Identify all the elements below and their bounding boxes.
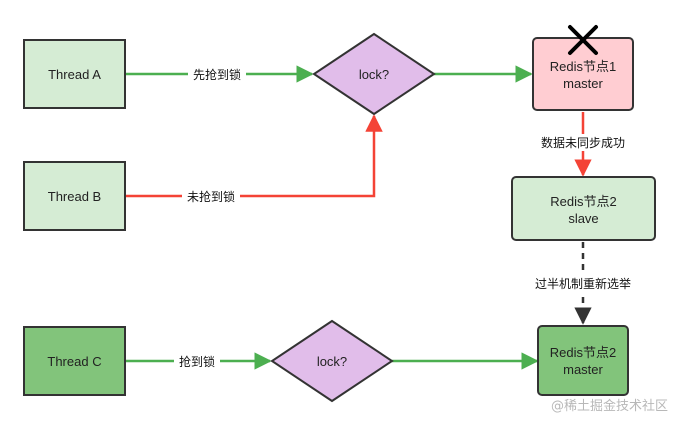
node-redis-2-master-line-1: Redis节点2 <box>550 345 616 360</box>
edge-label-a-to-lock: 先抢到锁 <box>193 67 241 82</box>
node-thread-a-label: Thread A <box>48 67 101 82</box>
edge-label-slave-to-master: 过半机制重新选举 <box>535 276 631 291</box>
edge-label-redis1-to-redis2: 数据未同步成功 <box>541 135 625 150</box>
edge-label-c-to-lock: 抢到锁 <box>179 354 215 369</box>
node-redis-1-line-1: Redis节点1 <box>550 59 616 74</box>
node-redis-2-master: Redis节点2 master <box>537 325 629 396</box>
node-thread-b: Thread B <box>23 161 126 231</box>
node-redis-2-slave-line-1: Redis节点2 <box>550 194 616 209</box>
node-lock-1: lock? <box>312 32 436 116</box>
node-redis-2-slave: Redis节点2 slave <box>511 176 656 241</box>
node-thread-a: Thread A <box>23 39 126 109</box>
node-lock-1-label: lock? <box>359 67 389 82</box>
edge-label-b-to-lock: 未抢到锁 <box>187 189 235 204</box>
node-redis-1-master: Redis节点1 master <box>532 37 634 111</box>
node-thread-b-label: Thread B <box>48 189 101 204</box>
node-thread-c-label: Thread C <box>47 354 101 369</box>
node-redis-2-master-line-2: master <box>563 362 603 377</box>
edge-b-to-lock <box>125 114 383 198</box>
node-lock-2: lock? <box>270 319 394 403</box>
node-redis-1-line-2: master <box>563 76 603 91</box>
watermark: @稀土掘金技术社区 <box>551 398 668 414</box>
node-lock-2-label: lock? <box>317 354 347 369</box>
node-thread-c: Thread C <box>23 326 126 396</box>
node-redis-2-slave-line-2: slave <box>568 211 598 226</box>
cross-icon <box>568 25 598 55</box>
